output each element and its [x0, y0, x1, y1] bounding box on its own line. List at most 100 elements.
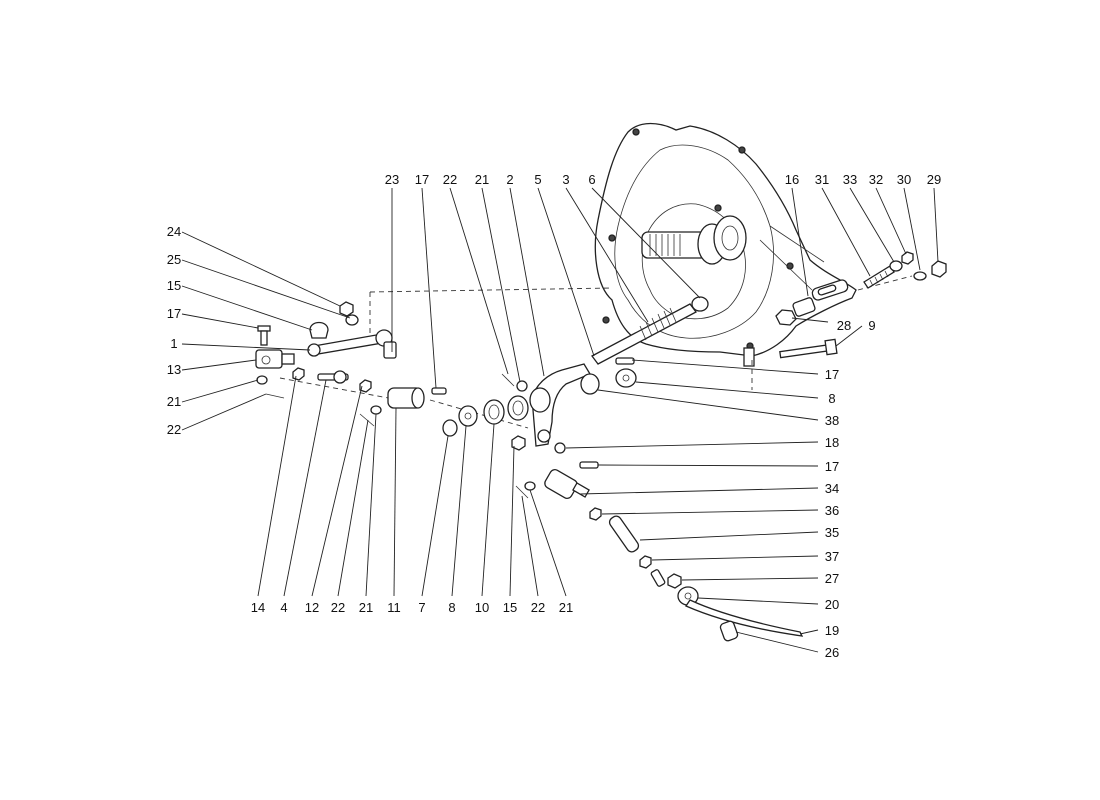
callout-29: 29 — [927, 172, 941, 187]
callout-17-left: 17 — [167, 306, 181, 321]
spring-31 — [863, 265, 895, 289]
callout-11: 11 — [387, 600, 401, 615]
callout-17-right-a: 17 — [825, 367, 839, 382]
callout-3: 3 — [562, 172, 569, 187]
spring-3 — [591, 296, 709, 365]
callout-28: 28 — [837, 318, 851, 333]
callout-31: 31 — [815, 172, 829, 187]
washer-8-right — [615, 368, 637, 388]
callout-5: 5 — [534, 172, 541, 187]
rod-4 — [317, 370, 349, 384]
clutch-lever-2 — [529, 363, 591, 447]
callout-22-left: 22 — [167, 422, 181, 437]
callout-32: 32 — [869, 172, 883, 187]
washer-21-left — [256, 375, 268, 385]
pin-17-left — [257, 325, 271, 346]
washer-21-mid — [370, 405, 382, 415]
callout-25: 25 — [167, 252, 181, 267]
washer-33 — [889, 260, 903, 272]
callout-26: 26 — [825, 645, 839, 660]
callout-22-top: 22 — [443, 172, 457, 187]
washer-8 — [458, 405, 478, 427]
callout-33: 33 — [843, 172, 857, 187]
bush-7 — [442, 419, 458, 437]
split-pin-22-low — [515, 485, 529, 499]
nut-28 — [775, 309, 797, 326]
callout-13: 13 — [167, 362, 181, 377]
callout-16: 16 — [785, 172, 799, 187]
bush-38 — [580, 373, 600, 395]
grommet-26 — [719, 620, 739, 642]
callouts-top-left: 23 17 22 21 2 5 3 6 — [385, 172, 596, 187]
callout-12: 12 — [305, 600, 319, 615]
callout-15-bottom: 15 — [503, 600, 517, 615]
pin-17-lower — [579, 461, 599, 469]
washer-21-low — [524, 481, 536, 491]
callout-17-right-b: 17 — [825, 459, 839, 474]
callout-21-bottom-b: 21 — [559, 600, 573, 615]
nut-24 — [339, 301, 354, 317]
pin-17-right — [615, 357, 635, 365]
callouts-right: 28 9 17 8 38 18 17 34 36 35 37 27 20 19 … — [825, 318, 876, 660]
split-pin-22-top — [501, 373, 515, 387]
callout-15-left: 15 — [167, 278, 181, 293]
leader-lines — [181, 187, 939, 653]
callout-24: 24 — [167, 224, 181, 239]
callout-38: 38 — [825, 413, 839, 428]
callout-14: 14 — [251, 600, 265, 615]
callout-8-bottom: 8 — [448, 600, 455, 615]
callout-7: 7 — [418, 600, 425, 615]
washer-21-top — [516, 380, 528, 392]
callout-27: 27 — [825, 571, 839, 586]
callout-19: 19 — [825, 623, 839, 638]
cable-19 — [685, 599, 804, 637]
callout-22-bottom-b: 22 — [531, 600, 545, 615]
callout-36: 36 — [825, 503, 839, 518]
split-pin-22-mid — [359, 413, 375, 427]
pin-17-mid — [431, 387, 447, 395]
nut-32 — [901, 251, 914, 265]
callout-10: 10 — [475, 600, 489, 615]
callout-6: 6 — [588, 172, 595, 187]
callout-21-top: 21 — [475, 172, 489, 187]
nut-29 — [931, 260, 947, 278]
bolt-9 — [779, 338, 838, 359]
callout-30: 30 — [897, 172, 911, 187]
callouts-bottom: 14 4 12 22 21 11 7 8 10 15 22 21 — [251, 600, 573, 615]
callout-8-right: 8 — [828, 391, 835, 406]
callout-18: 18 — [825, 435, 839, 450]
callouts-left: 24 25 15 17 1 13 21 22 — [167, 224, 181, 437]
cap-nut-15 — [309, 321, 329, 339]
callout-2: 2 — [506, 172, 513, 187]
washer-30 — [913, 271, 927, 281]
nut-15-low — [511, 435, 526, 451]
clevis-11 — [387, 387, 425, 409]
sleeve-35 — [608, 515, 640, 553]
nut-12 — [359, 379, 372, 393]
callout-21-left: 21 — [167, 394, 181, 409]
clevis-13 — [255, 349, 295, 369]
stud-16 — [792, 297, 816, 317]
callout-37: 37 — [825, 549, 839, 564]
callouts-top-right: 16 31 33 32 30 29 — [785, 172, 941, 187]
callout-1: 1 — [170, 336, 177, 351]
upper-lever — [307, 329, 397, 359]
clutch-housing — [594, 122, 857, 367]
callout-34: 34 — [825, 481, 839, 496]
callout-22-bottom-a: 22 — [331, 600, 345, 615]
bearing-10 — [483, 395, 529, 425]
callout-17-top: 17 — [415, 172, 429, 187]
cable-adjuster-27 — [650, 569, 682, 589]
nut-36 — [589, 507, 602, 521]
split-pin-22-left — [265, 393, 285, 399]
callout-4: 4 — [280, 600, 287, 615]
nut-14 — [292, 367, 305, 381]
callout-20: 20 — [825, 597, 839, 612]
callout-9: 9 — [868, 318, 875, 333]
nut-37 — [639, 555, 652, 569]
washer-25 — [345, 314, 359, 326]
clevis-34 — [544, 469, 590, 499]
nut-18 — [554, 442, 566, 454]
callout-35: 35 — [825, 525, 839, 540]
